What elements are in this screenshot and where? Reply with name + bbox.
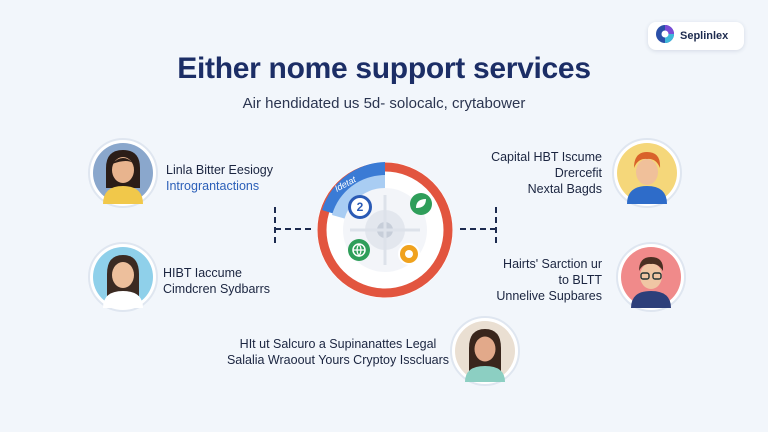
card-left-bottom: HIBT Iaccume Cimdcren Sydbarrs [163,265,270,297]
card-right-bottom-line3: Unnelive Supbares [496,289,602,303]
card-bottom: HIt ut Salcuro a Supinanattes Legal Sala… [222,336,454,368]
card-left-top-line2: Intrograntactions [166,179,260,193]
blue-number-badge-icon: 2 [348,195,372,219]
card-left-top-line1: Linla Bitter Eesiogy [166,163,274,177]
center-badge-number: 2 [356,200,364,214]
card-right-top-line1: Capital HBT Iscume [491,150,602,164]
card-bottom-line2: Salalia Wraoout Yours Cryptoy Isscluars [226,353,450,367]
card-left-bottom-line2: Cimdcren Sydbarrs [163,282,270,296]
page-title: Either nome support services [177,52,591,85]
card-left-top: Linla Bitter Eesiogy Intrograntactions [166,162,273,194]
swirl-logo-icon [654,23,676,50]
avatar-woman-green [450,316,520,386]
connector-left [274,207,314,245]
green-leaf-icon [410,193,432,215]
card-right-bottom-line2: to BLTT [558,273,602,287]
card-right-bottom-line1: Hairts' Sarction ur [503,257,602,271]
page-subtitle: Air hendidated us 5d- solocalc, crytabow… [242,95,526,112]
card-right-top-line3: Nextal Bagds [527,182,602,196]
card-bottom-line1: HIt ut Salcuro a Supinanattes Legal [239,337,437,351]
brand-badge[interactable]: Seplinlex [648,22,744,50]
orange-coin-icon [398,243,420,265]
central-ring-diagram: Idetat 2 [310,155,460,305]
green-globe-icon [348,239,370,261]
card-right-bottom: Hairts' Sarction ur to BLTT Unnelive Sup… [470,256,602,304]
card-left-bottom-line1: HIBT Iaccume [163,266,242,280]
avatar-woman-yellow [88,138,158,208]
avatar-man-glasses [616,242,686,312]
connector-right [457,207,497,245]
card-right-top-line2: Drercefit [554,166,602,180]
avatar-woman-blue [88,242,158,312]
brand-name: Seplinlex [680,30,729,42]
avatar-man-redhair [612,138,682,208]
card-right-top: Capital HBT Iscume Drercefit Nextal Bagd… [470,149,602,197]
